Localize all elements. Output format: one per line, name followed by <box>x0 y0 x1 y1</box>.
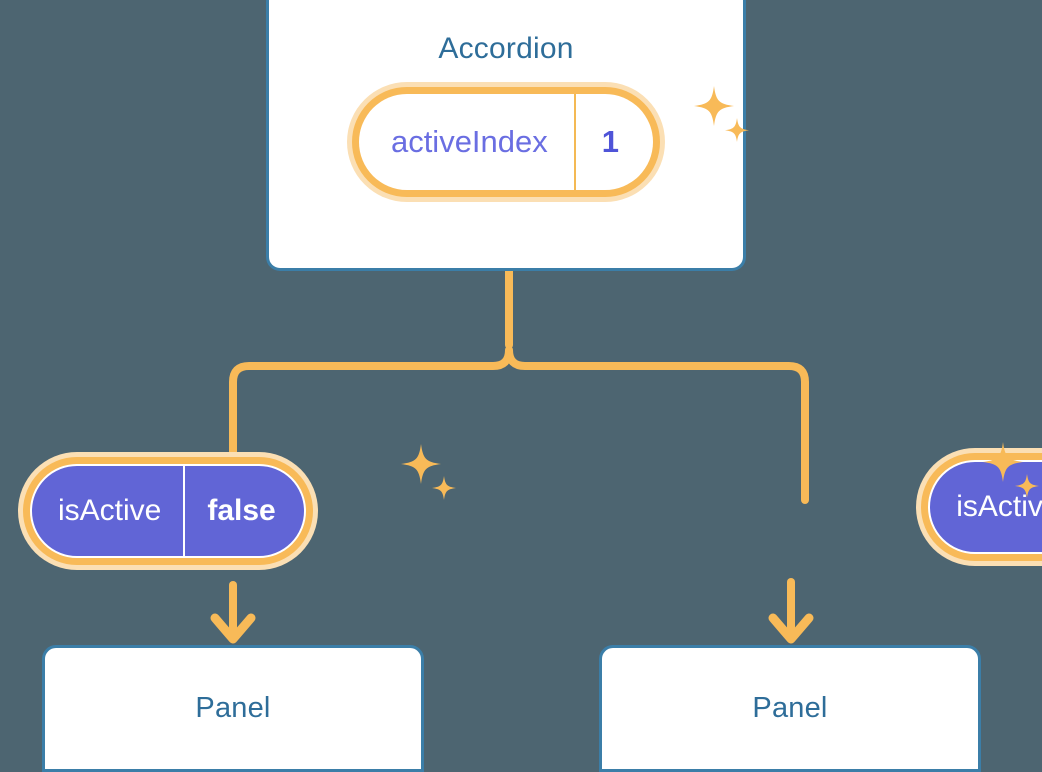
panel-card-right[interactable]: Panel <box>599 645 981 772</box>
badge-body: isActive true <box>928 460 1042 554</box>
panel-card-left[interactable]: Panel <box>42 645 424 772</box>
panel-title: Panel <box>195 692 271 724</box>
panel-title: Panel <box>752 692 828 724</box>
badge-value: false <box>183 466 303 556</box>
badge-value: 1 <box>573 94 653 190</box>
state-badge-is-active-true[interactable]: isActive true <box>916 448 1042 566</box>
badge-ring: isActive false <box>23 457 313 565</box>
page-title: Accordion <box>438 32 574 65</box>
badge-key: isActive <box>58 494 162 527</box>
accordion-card[interactable]: Accordion activeIndex 1 <box>266 0 746 271</box>
badge-key: isActive <box>956 490 1042 523</box>
arrow-down-left <box>210 581 256 644</box>
badge-ring: isActive true <box>921 453 1042 561</box>
state-badge-active-index[interactable]: activeIndex 1 <box>346 82 666 202</box>
connector-bus <box>229 346 809 504</box>
arrow-down-right <box>768 578 814 644</box>
state-badge-is-active-false[interactable]: isActive false <box>18 452 318 570</box>
badge-body: activeIndex 1 <box>358 94 654 190</box>
badge-body: isActive false <box>30 464 306 558</box>
badge-ring: activeIndex 1 <box>351 87 661 197</box>
badge-key: activeIndex <box>390 124 548 159</box>
